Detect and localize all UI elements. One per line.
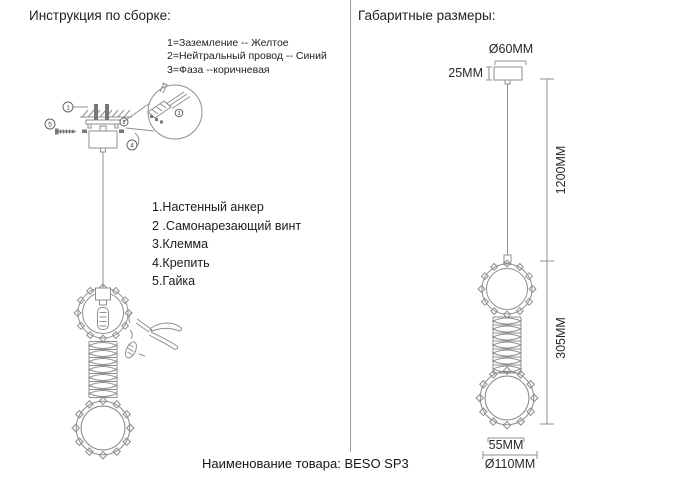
svg-text:2: 2 [122,120,125,126]
callout-5: 5 [44,118,56,130]
parts-list-item-screw: 2 .Самонарезающий винт [152,218,302,233]
dim-line-canopy-height [486,66,492,81]
callout-4: 4 [126,139,138,151]
svg-text:1: 1 [66,104,70,111]
dim-body-width: 55MM [488,438,524,452]
product-name: Наименование товара: BESO SP3 [202,456,409,471]
wire-legend: 1=Заземление -- Желтое 2=Нейтральный про… [167,37,327,77]
svg-text:3: 3 [177,111,180,117]
dim-line-canopy-diameter [494,60,527,65]
section-divider [350,0,351,452]
crystal-piece-icon [125,341,146,359]
callout-2: 2 [119,117,129,127]
callout-1: 1 [62,101,74,113]
assembly-section-title: Инструкция по сборке: [29,8,171,23]
assembly-lamp-drawing [71,152,183,460]
screw-icon [55,128,77,135]
bulb-socket-icon [95,287,111,330]
dim-bottom-diameter: Ø110MM [484,457,536,471]
parts-list-item-terminal: 3.Клемма [152,237,209,252]
dim-line-body-width [487,437,525,442]
parts-list-item-anchor: 1.Настенный анкер [152,200,264,214]
wire-legend-line-ground: 1=Заземление -- Желтое [167,37,289,49]
wire-legend-line-phase: 3=Фаза --коричневая [167,63,270,76]
pliers-icon [135,318,183,350]
parts-list-item-nut: 5.Гайка [152,274,196,289]
parts-list-item-fasten: 4.Крепить [152,255,210,270]
callout-3: 3 [174,108,184,118]
svg-text:5: 5 [48,121,52,128]
dim-canopy-height: 25MM [448,66,483,80]
ceiling-mount-drawing [55,104,140,153]
svg-text:4: 4 [130,142,134,149]
dim-line-vertical [540,78,554,425]
dim-line-bottom-diameter [482,451,538,459]
dim-canopy-diameter: Ø60MM [488,42,534,56]
terminal-block-icon [147,91,191,124]
dimensions-section-title: Габаритные размеры: [358,8,496,23]
dimension-lines [482,60,554,459]
callout-badges: 1 2 3 4 5 [44,101,184,151]
wire-legend-line-neutral: 2=Нейтральный провод -- Синий [167,50,327,63]
wall-anchor-icon [94,104,109,120]
connection-detail-magnifier [122,82,203,140]
dimension-lamp-drawing [475,66,539,430]
parts-list: 1.Настенный анкер 2 .Самонарезающий винт… [152,198,301,291]
